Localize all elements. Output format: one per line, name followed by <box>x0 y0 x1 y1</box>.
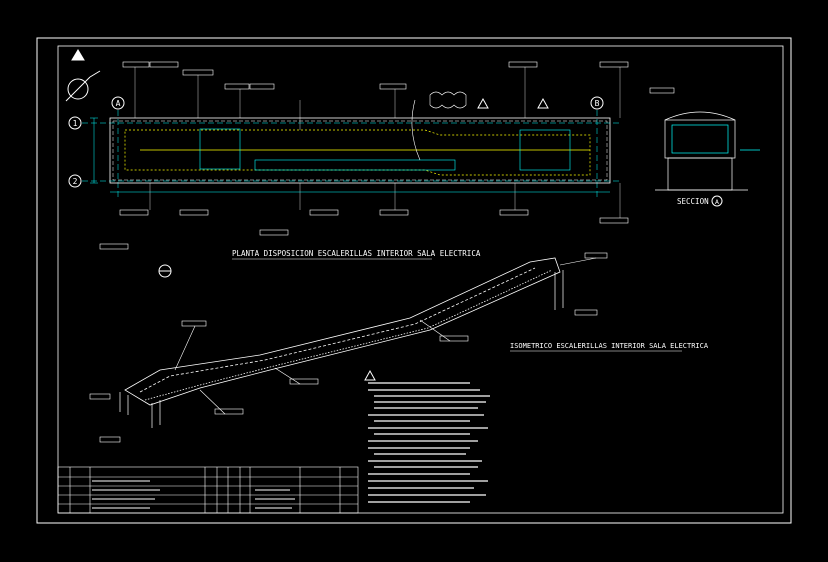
isometric-view <box>119 257 564 428</box>
plan-cable-tray <box>124 129 591 176</box>
sheet-frame <box>36 37 792 524</box>
iso-cable-tray <box>124 257 561 406</box>
plan-title: PLANTA DISPOSICION ESCALERILLAS INTERIOR… <box>232 249 481 258</box>
revision-cloud <box>411 91 467 161</box>
dimension-lines <box>90 117 610 193</box>
plan-view <box>109 117 611 184</box>
grid-bubble-2: 2 <box>68 174 82 188</box>
revision-table-hatch <box>92 480 295 509</box>
iso-callout-tags <box>89 252 608 443</box>
section-title-block: SECCION A <box>677 195 723 207</box>
revision-table <box>57 466 359 514</box>
plan-callout-tags <box>99 61 675 250</box>
section-symbol-icon <box>158 264 172 278</box>
north-arrow-icon <box>65 49 101 102</box>
svg-text:1: 1 <box>73 119 78 128</box>
grid-bubble-a: A <box>111 96 125 110</box>
svg-text:B: B <box>595 99 600 108</box>
plan-leader-lines <box>134 67 621 218</box>
grid-lines <box>82 110 620 200</box>
section-view <box>655 111 760 191</box>
general-notes-block <box>368 382 490 503</box>
iso-supports <box>119 270 564 428</box>
svg-text:A: A <box>715 198 719 206</box>
svg-text:A: A <box>116 99 121 108</box>
grid-bubble-1: 1 <box>68 116 82 130</box>
grid-bubble-b: B <box>590 96 604 110</box>
svg-text:2: 2 <box>73 177 78 186</box>
revision-triangle-icon <box>364 97 549 381</box>
svg-text:SECCION: SECCION <box>677 197 709 206</box>
iso-title: ISOMETRICO ESCALERILLAS INTERIOR SALA EL… <box>510 342 709 350</box>
